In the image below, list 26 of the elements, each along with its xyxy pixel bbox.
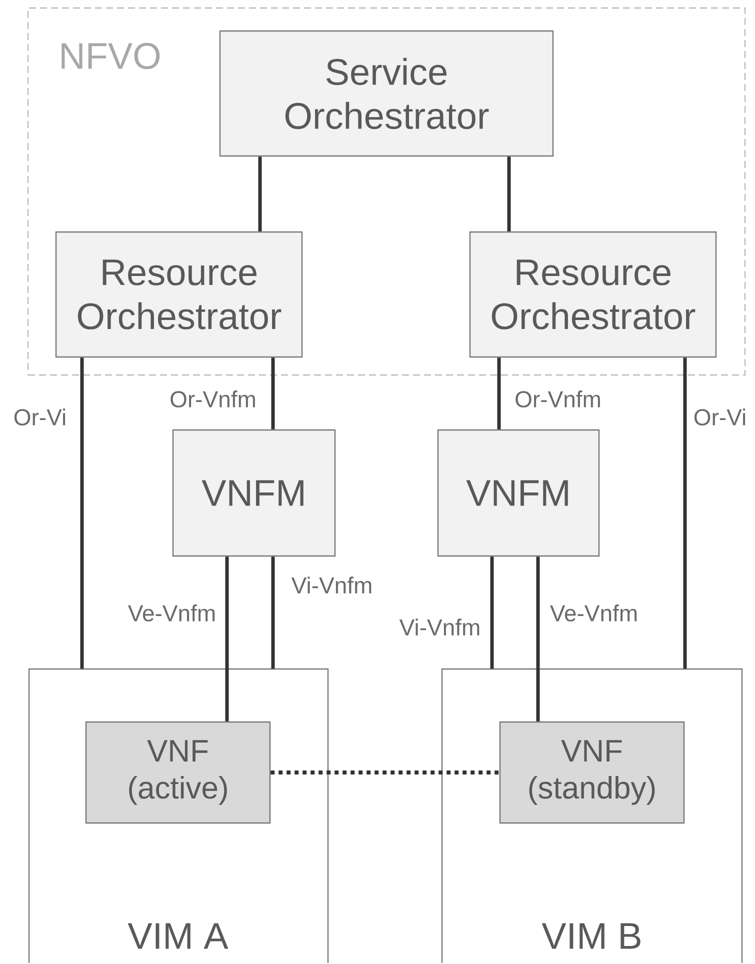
connector-line <box>490 556 494 669</box>
process-box: Resource Orchestrator <box>469 231 717 358</box>
edge-label: Or-Vi <box>12 408 68 426</box>
connector-line <box>270 770 500 774</box>
process-box: VNFM <box>437 429 600 557</box>
connector-line <box>258 156 262 232</box>
connector-line <box>507 156 511 232</box>
edge-label: Ve-Vnfm <box>126 604 218 622</box>
function-box: VNF (standby) <box>499 721 685 824</box>
edge-label: Or-Vnfm <box>514 390 602 408</box>
edge-label: Ve-Vnfm <box>548 604 640 622</box>
connector-line <box>225 556 229 722</box>
edge-label: Vi-Vnfm <box>398 618 482 636</box>
connector-line <box>271 358 275 430</box>
process-box: VNFM <box>172 429 336 557</box>
connector-line <box>536 556 540 722</box>
process-box: Resource Orchestrator <box>55 231 303 358</box>
function-box: VNF (active) <box>85 721 271 824</box>
connector-line <box>683 358 687 669</box>
process-box: Service Orchestrator <box>219 30 554 157</box>
connector-line <box>497 358 501 430</box>
edge-label: Or-Vnfm <box>168 390 258 408</box>
edge-label: Vi-Vnfm <box>290 576 374 594</box>
connector-line <box>271 556 275 669</box>
edge-label: Or-Vi <box>692 408 748 426</box>
connector-line <box>80 358 84 669</box>
